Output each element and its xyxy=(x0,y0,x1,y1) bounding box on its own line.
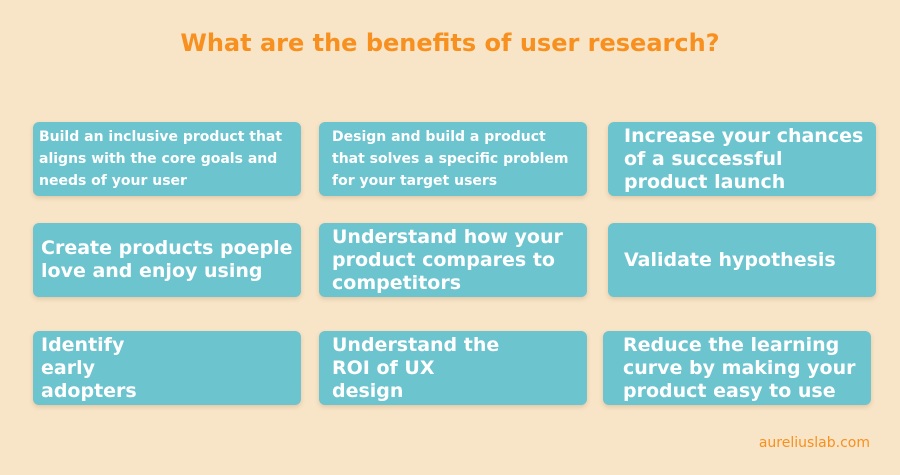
page-title: What are the benefits of user research? xyxy=(180,29,720,57)
benefit-card-compare-competitors: Understand how your product compares to … xyxy=(319,223,587,297)
benefit-card-text: Validate hypothesis xyxy=(624,248,836,271)
benefit-card-text: Build an inclusive product that aligns w… xyxy=(39,129,283,189)
benefit-card-inclusive-product: Build an inclusive product that aligns w… xyxy=(33,122,301,196)
benefit-card-text: Identify early adopters xyxy=(41,333,137,402)
benefit-card-learning-curve: Reduce the learning curve by making your… xyxy=(603,331,871,405)
website-credit: aureliuslab.com xyxy=(758,435,870,451)
benefit-card-early-adopters: Identify early adopters xyxy=(33,331,301,405)
benefit-card-text: Create products poeple love and enjoy us… xyxy=(41,237,293,282)
benefit-card-successful-launch: Increase your chances of a successful pr… xyxy=(608,122,876,196)
benefit-card-text: Design and build a product that solves a… xyxy=(332,129,569,189)
benefit-card-text: Understand how your product compares to … xyxy=(332,225,563,294)
benefit-card-text: Understand the ROI of UX design xyxy=(332,333,500,402)
benefit-card-solve-problem: Design and build a product that solves a… xyxy=(319,122,587,196)
benefit-card-validate-hypothesis: Validate hypothesis xyxy=(608,223,876,297)
benefit-card-roi-ux-design: Understand the ROI of UX design xyxy=(319,331,587,405)
benefit-card-products-people-love: Create products poeple love and enjoy us… xyxy=(33,223,301,297)
benefit-card-text: Increase your chances of a successful pr… xyxy=(624,124,864,193)
benefit-card-text: Reduce the learning curve by making your… xyxy=(623,333,856,402)
